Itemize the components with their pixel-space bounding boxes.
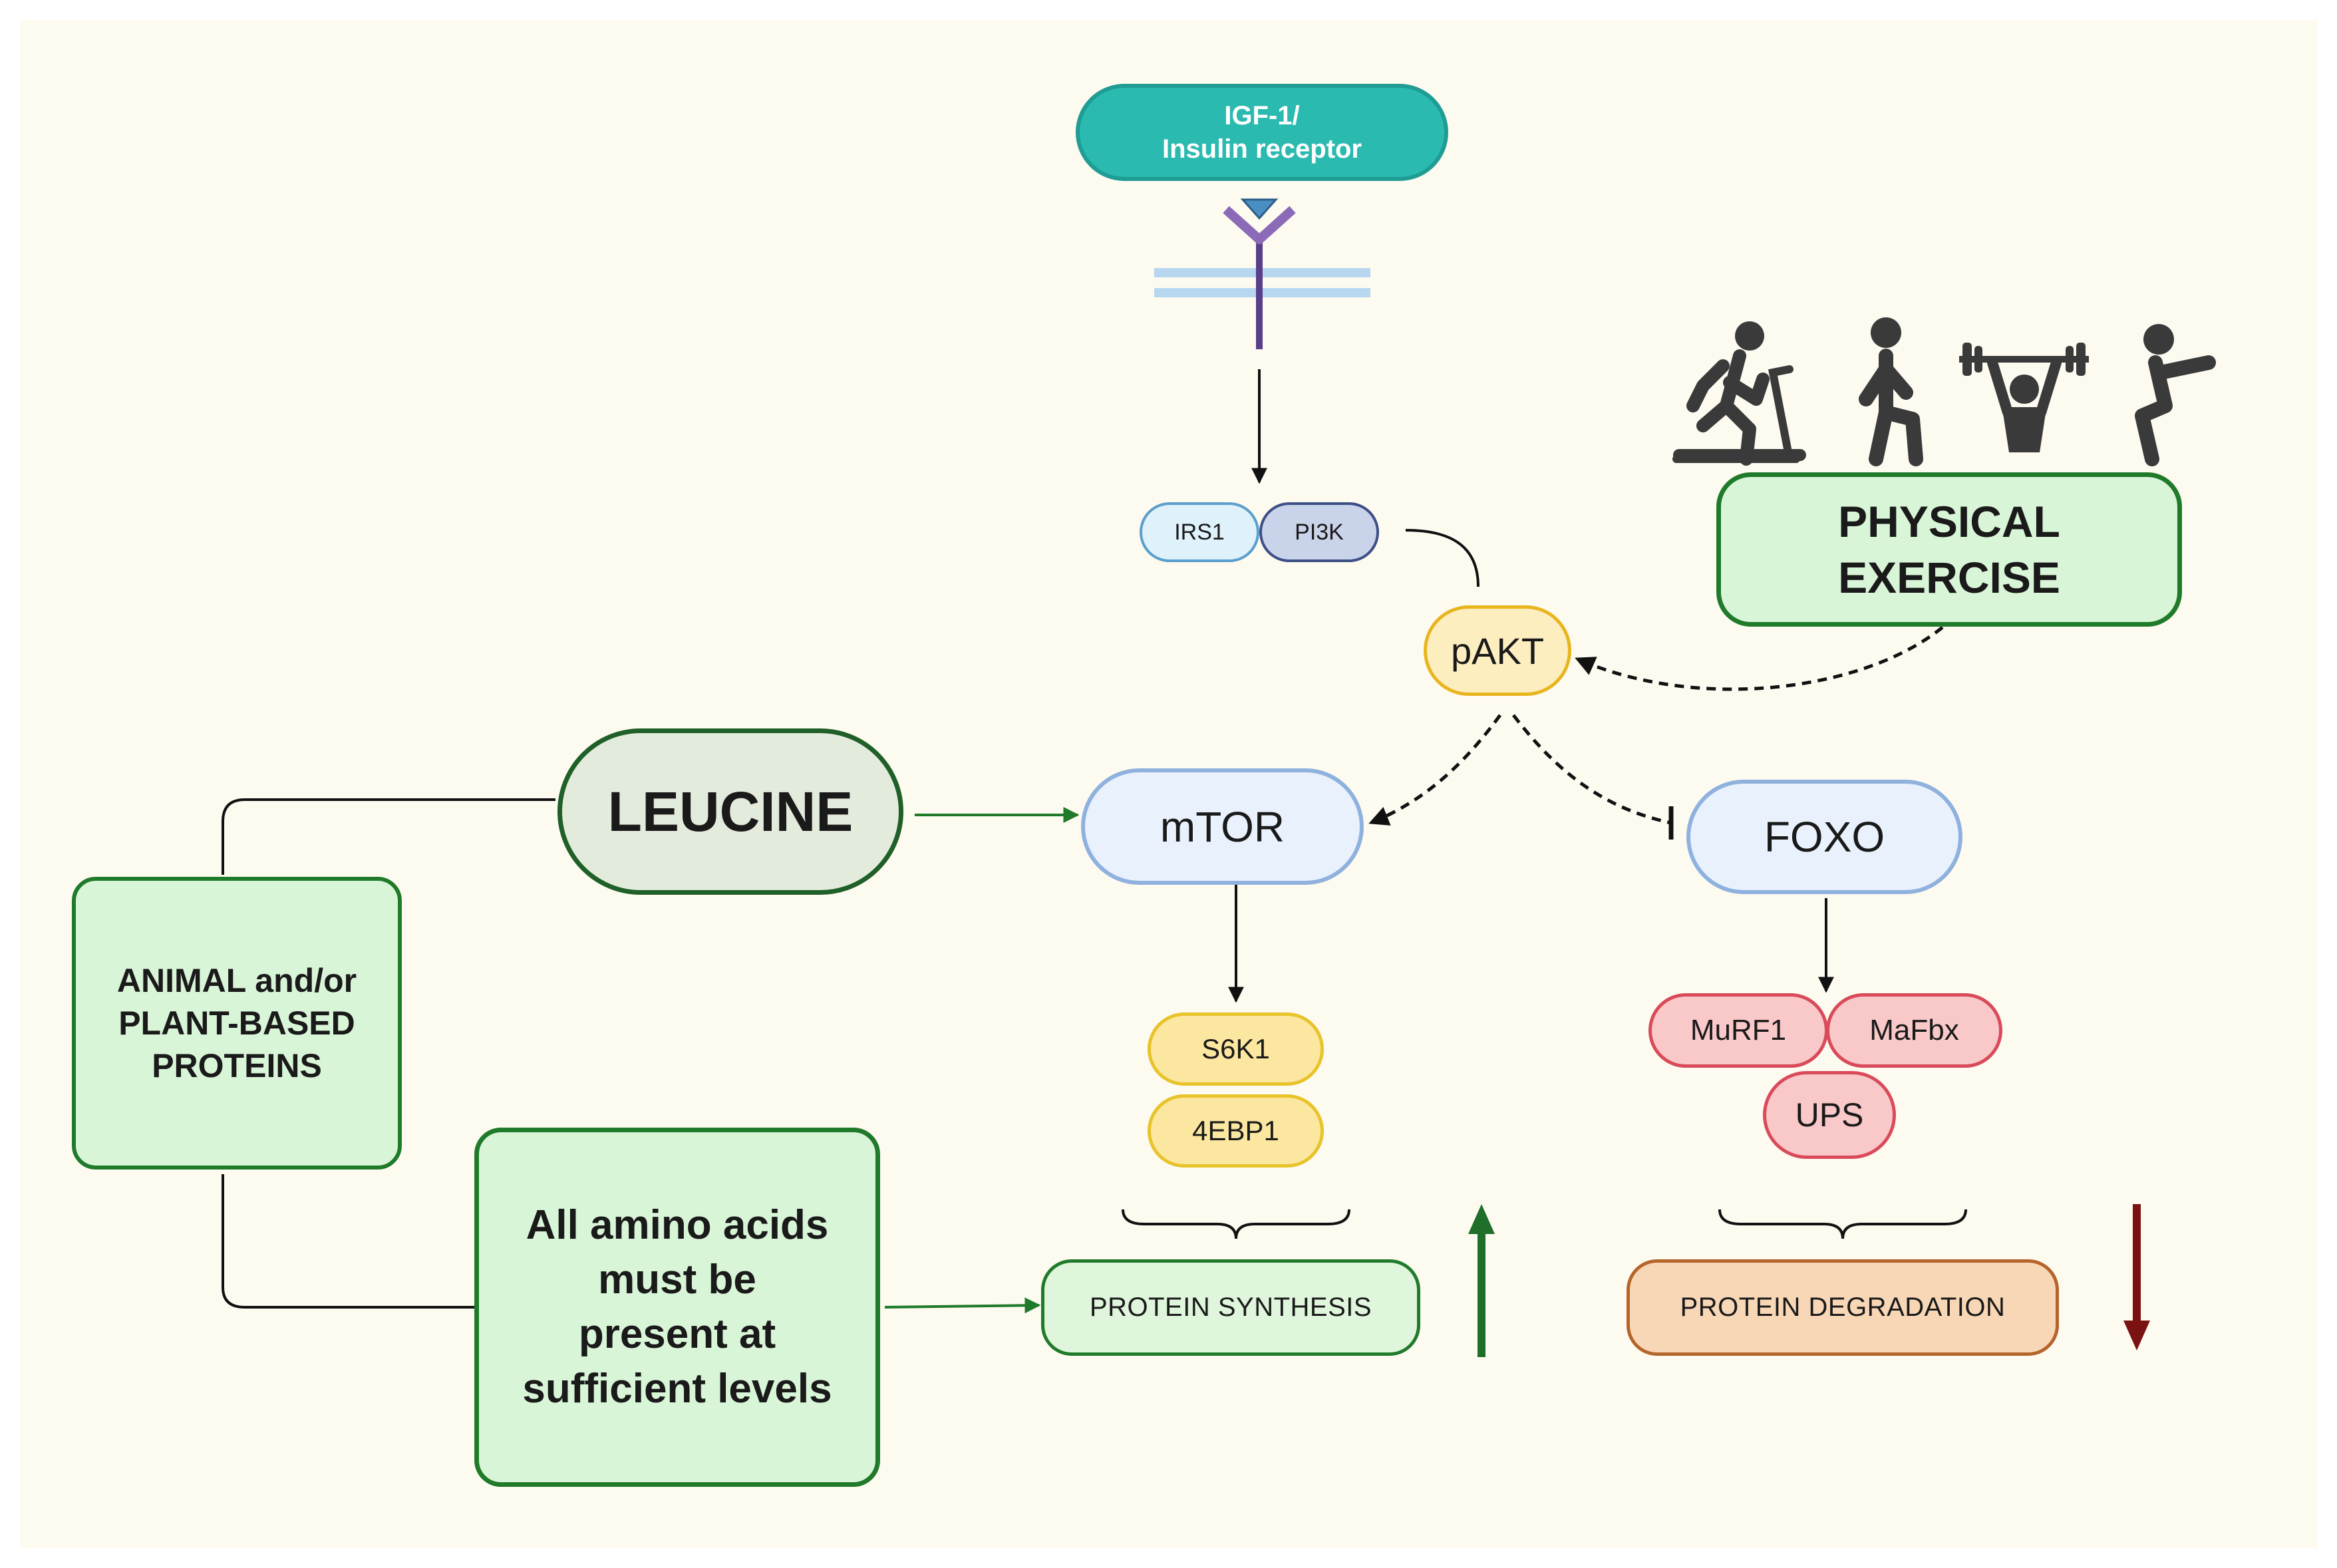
mafbx-node: MaFbx	[1826, 993, 2002, 1068]
proteins-line3: PROTEINS	[152, 1047, 322, 1084]
igf1-insulin-receptor-label: IGF-1/ Insulin receptor	[1076, 84, 1448, 181]
arrow-pakt-to-mtor	[1368, 714, 1502, 826]
leucine-label: LEUCINE	[607, 780, 854, 843]
foxo-node: FOXO	[1686, 780, 1962, 894]
protein-degradation-label: PROTEIN DEGRADATION	[1680, 1293, 2006, 1322]
protein-degradation-box: PROTEIN DEGRADATION	[1627, 1259, 2059, 1356]
4ebp1-label: 4EBP1	[1192, 1115, 1279, 1146]
down-arrow-icon	[2123, 1204, 2150, 1350]
exercise-line2: EXERCISE	[1838, 553, 2060, 602]
inhibition-pakt-to-foxo	[1512, 714, 1672, 825]
proteins-line2: PLANT-BASED	[118, 1005, 355, 1042]
pi3k-label: PI3K	[1295, 519, 1344, 545]
receptor-icon	[1154, 198, 1370, 349]
foxo-label: FOXO	[1764, 813, 1885, 861]
ups-label: UPS	[1795, 1096, 1864, 1134]
receptor-label-line2: Insulin receptor	[1162, 134, 1362, 164]
leucine-node: LEUCINE	[557, 728, 903, 895]
step-up-icon	[1859, 317, 1923, 466]
protein-synthesis-label: PROTEIN SYNTHESIS	[1089, 1293, 1372, 1322]
pakt-node: pAKT	[1424, 605, 1571, 696]
receptor-label-line1: IGF-1/	[1224, 101, 1300, 130]
irs1-node: IRS1	[1140, 502, 1259, 562]
connector-proteins-to-amino	[222, 1174, 476, 1309]
s6k1-label: S6K1	[1201, 1033, 1270, 1064]
proteins-line1: ANIMAL and/or	[116, 962, 357, 999]
animal-plant-proteins-box: ANIMAL and/or PLANT-BASED PROTEINS	[72, 877, 402, 1170]
protein-synthesis-box: PROTEIN SYNTHESIS	[1041, 1259, 1420, 1356]
s6k1-node: S6K1	[1148, 1013, 1324, 1086]
amino-acids-box: All amino acids must be present at suffi…	[474, 1128, 880, 1487]
arrow-exercise-to-pakt	[1575, 626, 1944, 691]
ups-node: UPS	[1763, 1071, 1896, 1159]
4ebp1-node: 4EBP1	[1148, 1094, 1324, 1168]
amino-line4: sufficient levels	[522, 1366, 832, 1412]
pi3k-node: PI3K	[1259, 502, 1379, 562]
amino-line3: present at	[578, 1311, 776, 1357]
exercise-line1: PHYSICAL	[1838, 497, 2060, 546]
bracket-synthesis	[1122, 1209, 1350, 1239]
up-arrow-icon	[1468, 1204, 1495, 1357]
murf1-node: MuRF1	[1648, 993, 1828, 1068]
murf1-label: MuRF1	[1690, 1014, 1787, 1046]
bracket-degradation	[1718, 1209, 1967, 1239]
arrow-amino-to-synthesis	[884, 1297, 1041, 1314]
mtor-node: mTOR	[1081, 768, 1364, 885]
mafbx-label: MaFbx	[1869, 1014, 1959, 1046]
weightlifter-icon	[1959, 343, 2089, 452]
physical-exercise-box: PHYSICAL EXERCISE	[1716, 472, 2182, 627]
mtor-label: mTOR	[1160, 802, 1285, 851]
connector-pi3k-to-pakt	[1405, 529, 1480, 587]
treadmill-runner-icon	[1672, 321, 1806, 466]
irs1-label: IRS1	[1174, 519, 1225, 545]
pakt-label: pAKT	[1450, 629, 1545, 672]
squat-icon	[2135, 324, 2216, 466]
amino-line1: All amino acids	[526, 1202, 829, 1248]
connector-proteins-to-leucine	[222, 798, 555, 875]
amino-line2: must be	[598, 1257, 756, 1303]
